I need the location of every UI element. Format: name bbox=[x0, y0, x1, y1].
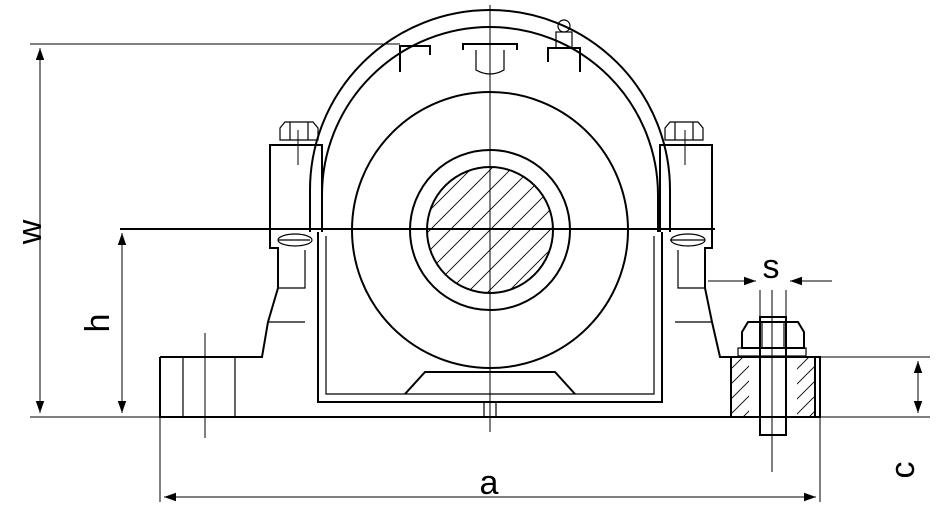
label-c: c bbox=[884, 462, 922, 479]
label-a: a bbox=[480, 464, 499, 502]
center-lines bbox=[204, 5, 773, 472]
dimension-c bbox=[820, 356, 930, 418]
label-s: s bbox=[763, 248, 780, 286]
base-foot bbox=[159, 144, 821, 418]
dimension-s bbox=[708, 276, 832, 317]
top-plug bbox=[399, 43, 518, 75]
bearing-seal bbox=[351, 91, 629, 369]
housing-lower bbox=[317, 232, 663, 418]
foot-bolt bbox=[730, 316, 816, 436]
label-h: h bbox=[79, 314, 117, 333]
dimension-a bbox=[159, 417, 821, 502]
cap-bolt-right bbox=[664, 121, 704, 141]
dimension-w bbox=[30, 43, 400, 418]
grease-nipple bbox=[547, 19, 581, 72]
label-w: w bbox=[11, 219, 49, 245]
cap-bolt-left bbox=[279, 121, 319, 141]
housing-cap bbox=[120, 9, 715, 247]
